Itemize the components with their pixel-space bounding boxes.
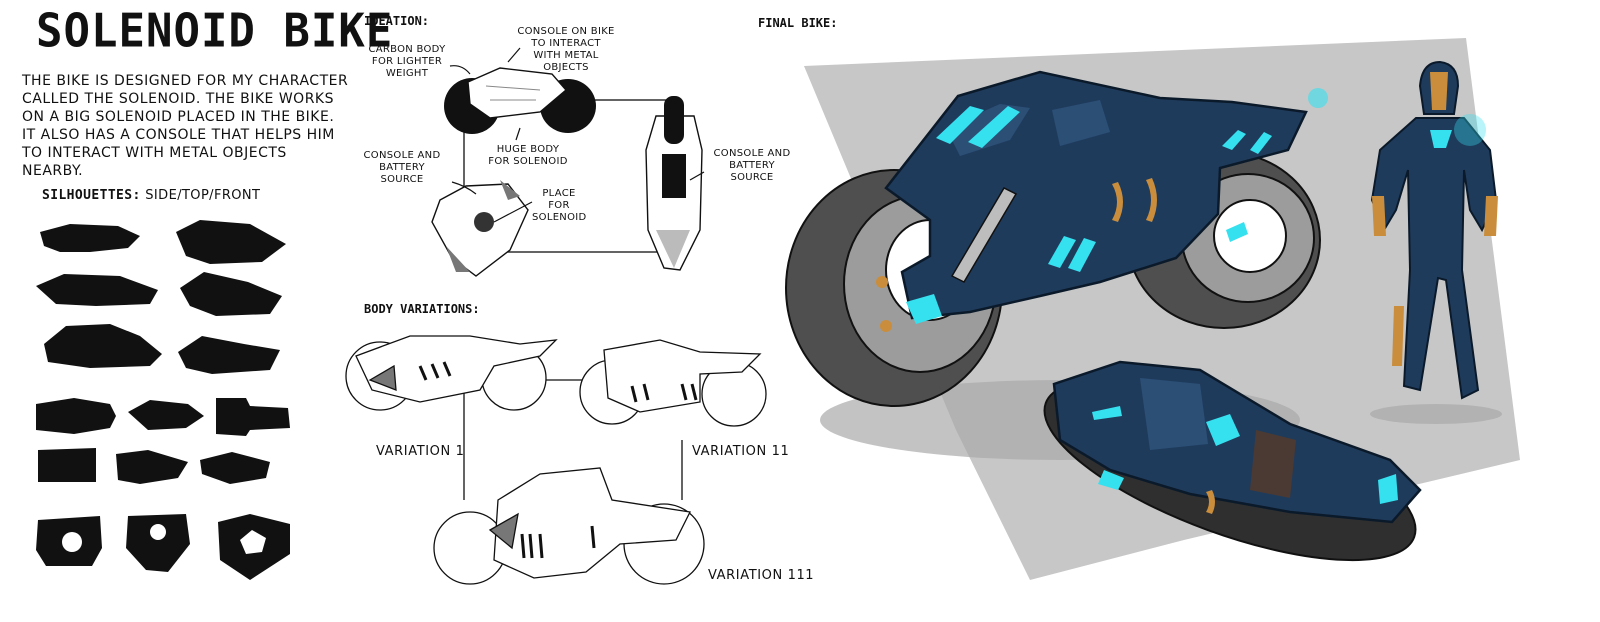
front-silhouette-1 <box>36 516 102 566</box>
glow-lights <box>906 106 1272 324</box>
variation-3-label: VARIATION 111 <box>708 568 815 583</box>
front-silhouettes <box>36 514 290 580</box>
ideation-top-sketch <box>645 96 703 271</box>
side-silhouette-6 <box>178 336 280 374</box>
silhouettes-label: SILHOUETTES: <box>42 188 141 203</box>
final-bike-heading: FINAL BIKE: <box>758 16 838 30</box>
arrow-huge-body <box>515 127 521 141</box>
note-carbon-body: CARBON BODY FOR LIGHTER WEIGHT <box>368 44 446 79</box>
side-silhouette-3 <box>36 274 158 306</box>
ideation-side-sketch <box>444 67 596 134</box>
side-silhouettes <box>36 220 286 374</box>
silhouettes-heading: SILHOUETTES: SIDE/TOP/FRONT <box>42 188 260 203</box>
arrow-carbon-body <box>449 65 471 75</box>
front-fork <box>950 187 1018 283</box>
arrow-console-on-bike <box>507 47 521 63</box>
side-silhouette-5 <box>44 324 162 368</box>
note-place-for-solenoid: PLACE FOR SOLENOID <box>532 188 587 223</box>
variation-2-sketch <box>579 339 767 427</box>
note-console-on-bike: CONSOLE ON BIKE TO INTERACT WITH METAL O… <box>517 26 615 73</box>
page-title: SOLENOID BIKE <box>36 4 394 59</box>
variation-1-label: VARIATION 1 <box>376 444 465 459</box>
top-silhouette-5 <box>116 450 188 484</box>
ideation-sketches <box>431 47 705 277</box>
variation-2-label: VARIATION 11 <box>692 444 790 459</box>
note-console-left: CONSOLE AND BATTERY SOURCE <box>363 150 441 185</box>
top-silhouette-1 <box>36 398 116 434</box>
variation-1-sketch <box>345 335 558 411</box>
side-silhouette-1 <box>40 224 140 252</box>
front-silhouette-3 <box>218 514 290 580</box>
top-silhouette-3 <box>216 398 290 436</box>
final-bike-side-view <box>785 70 1328 407</box>
top-silhouette-4 <box>38 448 96 482</box>
ideation-front-sketch <box>431 180 529 277</box>
front-silhouette-2 <box>126 514 190 572</box>
top-silhouette-2 <box>128 400 204 430</box>
ideation-heading: IDEATION: <box>364 14 430 28</box>
note-console-right: CONSOLE AND BATTERY SOURCE <box>713 148 791 183</box>
ideation-arrows <box>449 47 705 223</box>
solenoid-character <box>1370 60 1502 424</box>
side-silhouette-2 <box>176 220 286 264</box>
variation-3-sketch <box>433 467 705 585</box>
arrow-console-left <box>451 181 477 195</box>
gold-accents <box>876 178 1157 332</box>
note-huge-body: HUGE BODY FOR SOLENOID <box>488 144 568 167</box>
variation-sketches <box>345 335 767 585</box>
body-variations-heading: BODY VARIATIONS: <box>364 302 480 316</box>
silhouettes-grid <box>36 220 290 580</box>
top-silhouettes <box>36 398 290 484</box>
silhouettes-views: SIDE/TOP/FRONT <box>145 188 261 203</box>
bike-description: THE BIKE IS DESIGNED FOR MY CHARACTER CA… <box>22 73 349 179</box>
top-silhouette-6 <box>200 452 270 484</box>
arrow-console-right <box>689 171 705 181</box>
arrow-place-for-solenoid <box>493 201 533 223</box>
final-bike-top-view <box>1043 360 1422 562</box>
side-silhouette-4 <box>180 272 282 316</box>
